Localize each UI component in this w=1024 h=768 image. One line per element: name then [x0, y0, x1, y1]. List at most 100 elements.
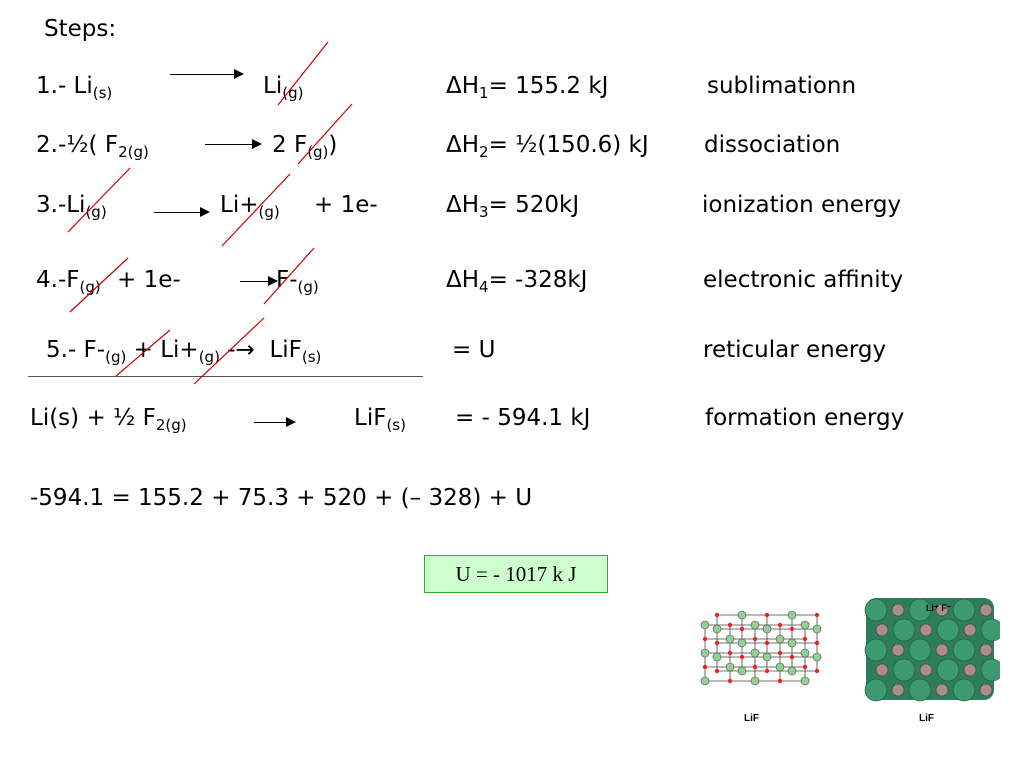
lattice-f-node: [789, 626, 795, 632]
step4-arrow: [240, 276, 278, 286]
packing-f-sphere: [864, 598, 888, 622]
lattice-li-node: [750, 676, 760, 686]
overall-arrow: [254, 417, 296, 427]
step3-lhs: 3.-Li(g): [36, 192, 107, 221]
overall-value: = - 594.1 kJ: [455, 405, 591, 431]
packing-li-sphere: [963, 663, 977, 677]
lattice-f-node: [714, 668, 720, 674]
packing-li-sphere: [891, 643, 905, 657]
lattice-f-node: [727, 650, 733, 656]
packing-f-sphere: [952, 678, 976, 702]
lif-lattice-diagram: [700, 610, 822, 686]
lattice-f-node: [764, 668, 770, 674]
packing-li-sphere: [935, 643, 949, 657]
packing-li-sphere: [935, 603, 949, 617]
lattice-f-node: [739, 626, 745, 632]
lattice-li-node: [725, 634, 735, 644]
lattice-li-node: [750, 620, 760, 630]
step4-name: electronic affinity: [703, 267, 904, 293]
lattice-f-node: [814, 668, 820, 674]
lif-packing-diagram: [864, 598, 1000, 702]
lattice-li-node: [812, 624, 822, 634]
lattice-li-node: [762, 624, 772, 634]
packing-f-sphere: [936, 658, 960, 682]
step4-electron: + 1e-: [117, 267, 181, 293]
packing-label: LiF: [919, 713, 934, 724]
strike-li-g-step1: [277, 41, 329, 106]
step1-name: sublimationn: [707, 73, 857, 99]
lattice-li-node: [762, 652, 772, 662]
step4-lhs: 4.-F(g): [36, 267, 101, 296]
lattice-li-node: [787, 666, 797, 676]
strike-f-g-step2: [297, 103, 353, 165]
strike-f-g-step4: [69, 257, 129, 313]
step2-name: dissociation: [704, 132, 841, 158]
lattice-li-node: [800, 648, 810, 658]
lattice-f-node: [802, 664, 808, 670]
packing-f-sphere: [952, 598, 976, 622]
overall-name: formation energy: [705, 405, 905, 431]
packing-f-sphere: [980, 658, 1000, 682]
step2-enthalpy: ΔH2= ½(150.6) kJ: [446, 132, 649, 161]
lattice-li-node: [712, 624, 722, 634]
packing-li-sphere: [979, 603, 993, 617]
lattice-f-node: [777, 622, 783, 628]
packing-li-sphere: [963, 623, 977, 637]
lattice-li-node: [737, 666, 747, 676]
lattice-f-node: [802, 636, 808, 642]
packing-li-sphere: [891, 603, 905, 617]
lattice-li-node: [725, 662, 735, 672]
step4-rhs: F-(g): [276, 267, 319, 296]
lattice-f-node: [764, 640, 770, 646]
lattice-label: LiF: [744, 713, 759, 724]
lattice-li-node: [800, 620, 810, 630]
steps-title: Steps:: [44, 16, 117, 42]
lattice-li-node: [700, 620, 710, 630]
lattice-li-node: [787, 610, 797, 620]
overall-lhs: Li(s) + ½ F2(g): [30, 405, 187, 434]
step3-electron: + 1e-: [314, 192, 378, 218]
lattice-f-node: [727, 622, 733, 628]
step2-arrow: [205, 139, 262, 149]
strike-li-plus-step5: [193, 317, 265, 385]
lattice-li-node: [750, 648, 760, 658]
lattice-f-node: [752, 636, 758, 642]
packing-f-sphere: [908, 598, 932, 622]
packing-f-sphere: [864, 678, 888, 702]
lattice-f-node: [814, 640, 820, 646]
packing-f-sphere: [952, 638, 976, 662]
lattice-f-node: [727, 678, 733, 684]
lattice-f-node: [789, 654, 795, 660]
packing-f-sphere: [892, 658, 916, 682]
strike-f-minus-step5: [115, 329, 171, 377]
step5-lhs: 5.- F-(g) + Li+(g) -→ LiF(s): [46, 337, 322, 366]
packing-li-sphere: [919, 623, 933, 637]
packing-li-sphere: [979, 643, 993, 657]
packing-li-sphere: [875, 623, 889, 637]
strike-li-g-step3: [67, 167, 131, 233]
step3-arrow: [154, 207, 210, 217]
step3-enthalpy: ΔH3= 520kJ: [446, 192, 580, 221]
lattice-f-node: [739, 654, 745, 660]
packing-li-sphere: [979, 683, 993, 697]
step5-name: reticular energy: [703, 337, 887, 363]
strike-f-minus-step4: [263, 247, 315, 305]
lattice-li-node: [712, 652, 722, 662]
packing-f-sphere: [892, 618, 916, 642]
lattice-f-node: [752, 664, 758, 670]
step2-rhs: 2 F(g)): [272, 132, 338, 161]
calculation-equation: -594.1 = 155.2 + 75.3 + 520 + (– 328) + …: [30, 485, 533, 511]
strike-li-plus-step3: [221, 173, 291, 247]
step3-name: ionization energy: [702, 192, 902, 218]
lattice-li-node: [812, 652, 822, 662]
overall-rhs: LiF(s): [354, 405, 406, 434]
result-box: U = - 1017 k J: [424, 555, 608, 593]
packing-li-sphere: [891, 683, 905, 697]
step1-lhs: 1.- Li(s): [36, 73, 113, 102]
lattice-li-node: [700, 676, 710, 686]
lattice-f-node: [702, 636, 708, 642]
packing-li-sphere: [919, 663, 933, 677]
lattice-li-node: [700, 648, 710, 658]
lattice-f-node: [714, 640, 720, 646]
